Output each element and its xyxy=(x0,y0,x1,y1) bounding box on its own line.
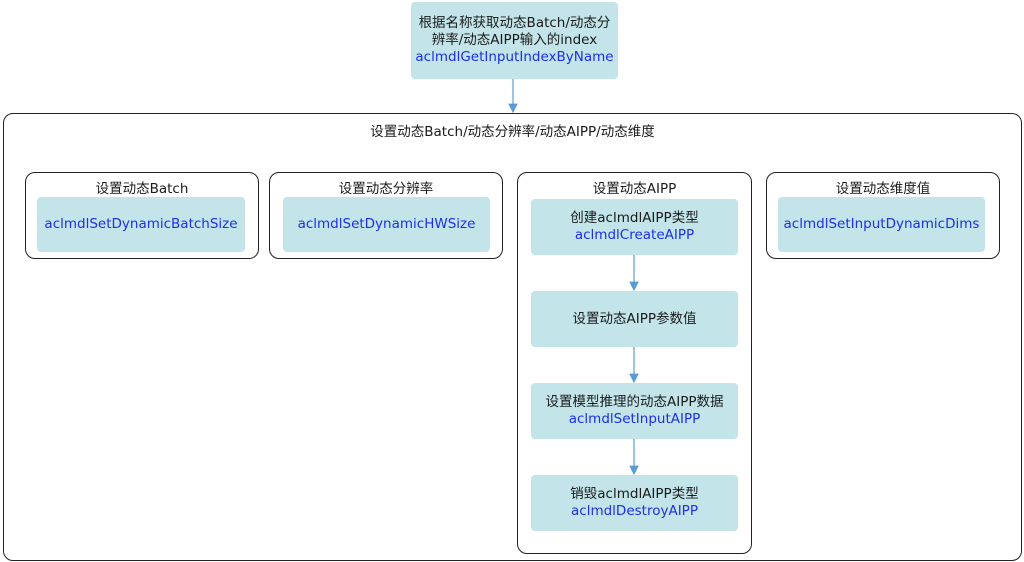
batch-frame: 设置动态Batch xyxy=(25,172,259,259)
set-dynamic-hw-node: aclmdlSetDynamicHWSize xyxy=(283,197,490,252)
aipp-step-create-api: aclmdlCreateAIPP xyxy=(574,227,695,243)
hw-frame: 设置动态分辨率 xyxy=(269,172,503,259)
outer-frame: 设置动态Batch/动态分辨率/动态AIPP/动态维度 xyxy=(3,113,1022,561)
set-dynamic-batch-node: aclmdlSetDynamicBatchSize xyxy=(37,197,245,252)
aipp-step-set-params-text: 设置动态AIPP参数值 xyxy=(572,310,697,327)
batch-frame-title: 设置动态Batch xyxy=(95,181,189,197)
outer-frame-title: 设置动态Batch/动态分辨率/动态AIPP/动态维度 xyxy=(370,124,655,140)
hw-frame-title: 设置动态分辨率 xyxy=(338,181,434,197)
get-input-index-api: aclmdlGetInputIndexByName xyxy=(415,49,614,65)
aipp-step-set-input-node: 设置模型推理的动态AIPP数据 aclmdlSetInputAIPP xyxy=(531,383,738,439)
aipp-frame-title: 设置动态AIPP xyxy=(592,181,677,197)
aipp-step-destroy-text: 销毁aclmdlAIPP类型 xyxy=(570,486,699,502)
aipp-step-create-text: 创建aclmdlAIPP类型 xyxy=(570,210,699,226)
set-dynamic-dims-node: aclmdlSetInputDynamicDims xyxy=(778,197,985,252)
aipp-step-set-params-node: 设置动态AIPP参数值 xyxy=(531,291,738,347)
aipp-step-destroy-api: aclmdlDestroyAIPP xyxy=(571,503,698,519)
dims-frame-title: 设置动态维度值 xyxy=(835,181,931,197)
aipp-frame: 设置动态AIPP xyxy=(517,172,752,554)
get-input-index-node: 根据名称获取动态Batch/动态分辨率/动态AIPP输入的index aclmd… xyxy=(411,2,618,79)
set-dynamic-hw-api: aclmdlSetDynamicHWSize xyxy=(297,216,476,232)
aipp-step-destroy-node: 销毁aclmdlAIPP类型 aclmdlDestroyAIPP xyxy=(531,475,738,531)
aipp-step-set-input-text: 设置模型推理的动态AIPP数据 xyxy=(545,394,724,410)
set-dynamic-dims-api: aclmdlSetInputDynamicDims xyxy=(783,216,980,232)
aipp-step-set-input-api: aclmdlSetInputAIPP xyxy=(568,411,701,427)
dims-frame: 设置动态维度值 xyxy=(766,172,1000,259)
set-dynamic-batch-api: aclmdlSetDynamicBatchSize xyxy=(44,216,238,232)
aipp-step-create-node: 创建aclmdlAIPP类型 aclmdlCreateAIPP xyxy=(531,199,738,255)
get-input-index-text: 根据名称获取动态Batch/动态分辨率/动态AIPP输入的index xyxy=(418,15,611,48)
